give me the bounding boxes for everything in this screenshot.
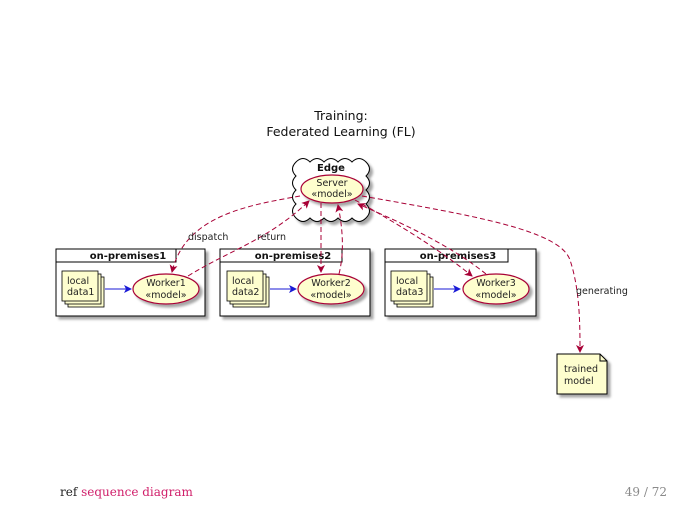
edge-worker3-to-server	[357, 203, 487, 275]
package-label-1: on-premises1	[90, 251, 167, 262]
worker1-line2: «model»	[145, 290, 186, 301]
local-data2: local data2	[226, 270, 270, 308]
footer-prefix: ref	[60, 485, 78, 499]
package-label-3: on-premises3	[420, 251, 497, 262]
worker1-node: Worker1 «model»	[132, 273, 200, 305]
trained-model-line1: trained	[564, 364, 598, 375]
trained-model-note: trained model	[556, 353, 608, 395]
local-data2-line1: local	[232, 276, 254, 287]
edge-server-to-worker1	[169, 195, 301, 273]
edge-server-to-worker3	[354, 199, 473, 277]
label-return: return	[257, 232, 286, 243]
worker2-node: Worker2 «model»	[297, 273, 365, 305]
local-data1-line2: data1	[67, 287, 94, 298]
worker2-line2: «model»	[310, 290, 351, 301]
local-data3-line1: local	[396, 276, 418, 287]
worker3-node: Worker3 «model»	[462, 273, 530, 305]
diagram-title-line2: Federated Learning (FL)	[266, 124, 415, 139]
local-data3-line2: data3	[396, 287, 423, 298]
worker2-line1: Worker2	[311, 278, 351, 289]
server-node: Server «model»	[300, 174, 364, 204]
local-data1: local data1	[61, 270, 105, 308]
sequence-diagram-link[interactable]: sequence diagram	[81, 485, 193, 499]
label-generating: generating	[576, 286, 628, 297]
local-data2-line2: data2	[232, 287, 259, 298]
edge-worker1-to-server	[187, 200, 310, 277]
edge-server-to-trained-model	[361, 195, 584, 353]
trained-model-line2: model	[564, 376, 594, 387]
local-data3: local data3	[390, 270, 434, 308]
worker1-line1: Worker1	[146, 278, 186, 289]
worker3-line2: «model»	[475, 290, 516, 301]
server-line2: «model»	[311, 189, 352, 200]
federation-edges	[169, 195, 584, 353]
footer-reference: ref sequence diagram	[60, 485, 193, 499]
diagram-title-line1: Training:	[313, 108, 368, 123]
page-number: 49 / 72	[624, 485, 667, 499]
local-data1-line1: local	[67, 276, 89, 287]
edge-cloud-label: Edge	[317, 163, 345, 174]
edge-worker2-to-server	[335, 204, 344, 275]
package-label-2: on-premises2	[255, 251, 332, 262]
server-line1: Server	[316, 178, 347, 189]
worker3-line1: Worker3	[476, 278, 516, 289]
label-dispatch: dispatch	[188, 232, 228, 243]
